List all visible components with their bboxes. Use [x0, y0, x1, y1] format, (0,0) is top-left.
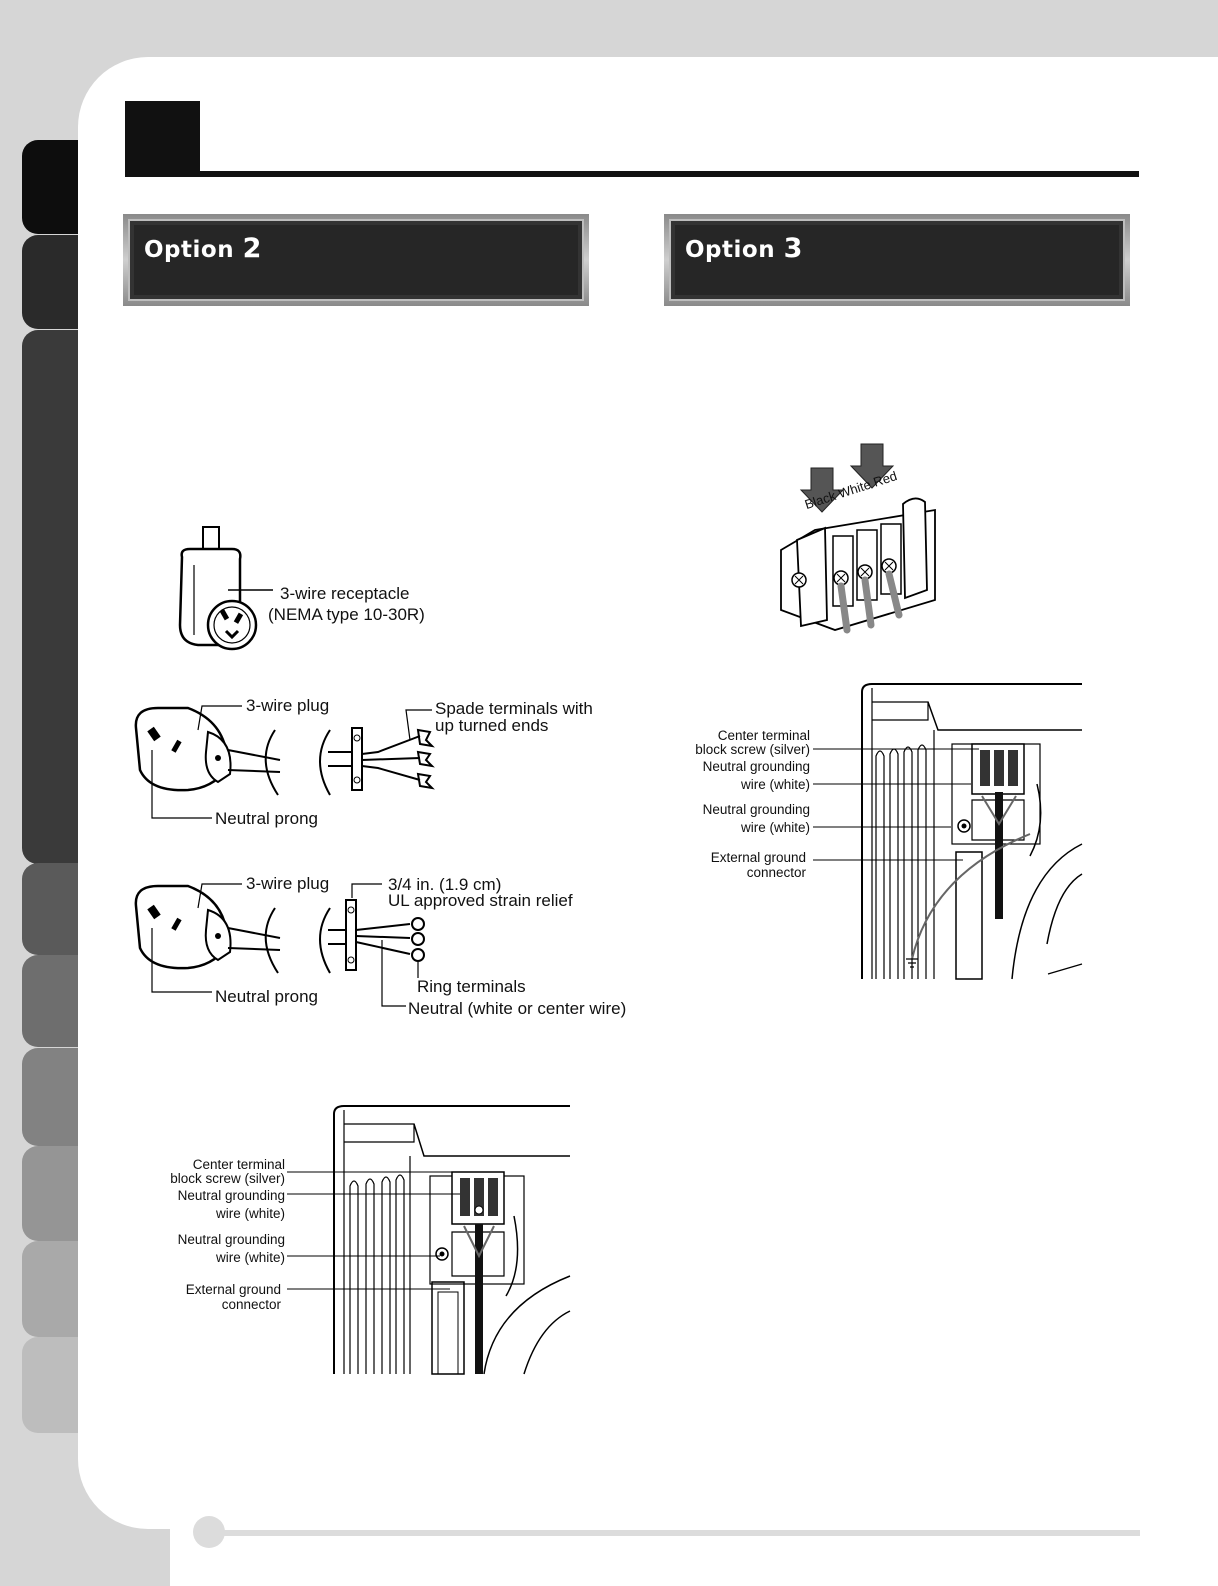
side-tab-3[interactable] [22, 330, 78, 864]
o3-ext-ground-label-2: connector [746, 865, 806, 880]
o3-neutral-b-label-2: wire (white) [740, 820, 810, 835]
o3-neutral-a-label-1: Neutral grounding [702, 759, 810, 774]
option3-dryer-leaders [813, 748, 979, 861]
side-tab-7[interactable] [22, 1146, 78, 1241]
spade-terminal-label-1: Spade terminals with [435, 699, 593, 718]
receptacle-leader [228, 589, 273, 591]
page-bottom-strip [170, 1529, 1218, 1586]
o2-neutral-b-label-2: wire (white) [215, 1250, 285, 1265]
spade-terminal-label-2: up turned ends [435, 716, 549, 735]
plug-ring-illustration [134, 883, 425, 1007]
side-tab-9[interactable] [22, 1337, 78, 1433]
o2-ext-ground-label-1: External ground [185, 1282, 281, 1297]
o3-center-screw-label-2: block screw (silver) [695, 742, 810, 757]
ring-terminals-label: Ring terminals [417, 977, 526, 996]
side-tab-1[interactable] [22, 140, 78, 234]
receptacle-illustration [178, 526, 258, 651]
receptacle-label-2: (NEMA type 10-30R) [268, 605, 425, 624]
receptacle-label-1: 3-wire receptacle [280, 584, 410, 603]
section-rule [125, 171, 1139, 177]
strain-relief-label-2: UL approved strain relief [388, 891, 573, 910]
option3-title: Option 3 [685, 233, 803, 264]
strain-relief-label-1: 3/4 in. (1.9 cm) [388, 875, 502, 894]
spade-neutral-prong-label: Neutral prong [215, 809, 319, 828]
option2-title-word: Option [144, 237, 235, 263]
o2-neutral-b-label-1: Neutral grounding [177, 1232, 285, 1247]
option3-dryer-back-illustration [861, 683, 1083, 980]
option2-banner-inner: Option 2 [128, 219, 584, 301]
option2-dryer-leaders [287, 1171, 467, 1290]
o3-neutral-a-label-2: wire (white) [740, 777, 810, 792]
option3-banner-inner: Option 3 [669, 219, 1125, 301]
option3-title-number: 3 [783, 233, 803, 264]
o2-neutral-a-label-1: Neutral grounding [177, 1188, 285, 1203]
o2-neutral-a-label-2: wire (white) [215, 1206, 285, 1221]
option2-title-number: 2 [242, 233, 262, 264]
footer-rule [210, 1530, 1140, 1536]
ring-neutral-prong-label: Neutral prong [215, 987, 319, 1006]
section-marker [125, 101, 200, 174]
o2-center-screw-label-2: block screw (silver) [170, 1171, 285, 1186]
page-number-badge [193, 1516, 225, 1548]
side-tab-6[interactable] [22, 1048, 78, 1146]
plug-spade-illustration [134, 705, 435, 819]
terminal-block-illustration [780, 443, 936, 634]
side-tab-8[interactable] [22, 1241, 78, 1337]
side-tab-5[interactable] [22, 955, 78, 1047]
ring-plug-label: 3-wire plug [246, 874, 330, 893]
side-tab-2[interactable] [22, 235, 78, 329]
spade-plug-label: 3-wire plug [246, 696, 330, 715]
o3-neutral-b-label-1: Neutral grounding [702, 802, 810, 817]
side-tab-4[interactable] [22, 863, 78, 955]
option2-title: Option 2 [144, 233, 262, 264]
o3-ext-ground-label-1: External ground [710, 850, 806, 865]
option3-title-word: Option [685, 237, 776, 263]
o3-center-screw-label-1: Center terminal [717, 728, 810, 743]
o2-center-screw-label-1: Center terminal [192, 1157, 285, 1172]
option2-dryer-back-illustration [333, 1105, 571, 1375]
option3-banner: Option 3 [664, 214, 1130, 306]
neutral-wire-label: Neutral (white or center wire) [408, 999, 627, 1018]
option2-banner: Option 2 [123, 214, 589, 306]
o2-ext-ground-label-2: connector [221, 1297, 281, 1312]
